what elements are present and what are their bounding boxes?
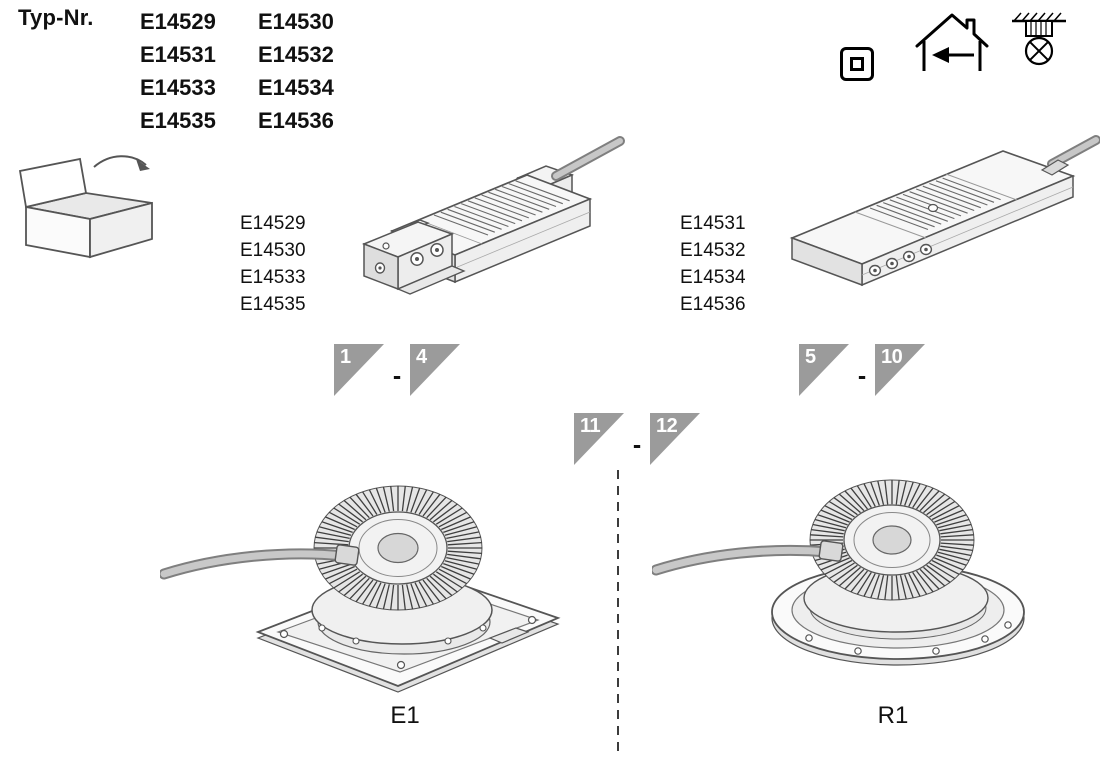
- type-number: E14530: [240, 240, 306, 261]
- driver-large-type-list: E14531 E14532 E14534 E14536: [680, 210, 746, 318]
- step-range-separator: -: [857, 362, 867, 390]
- indoor-use-icon: [912, 10, 992, 74]
- downlight-round-cable: [652, 544, 834, 576]
- driver-small-type-list: E14529 E14530 E14533 E14535: [240, 210, 306, 318]
- type-number: E14532: [258, 42, 334, 67]
- cable-clamp: [334, 544, 360, 566]
- downlight-square-illustration: [160, 462, 580, 704]
- variant-divider-dashed-line: [617, 470, 619, 757]
- heatsink: [313, 485, 483, 611]
- type-number: E14536: [680, 294, 746, 315]
- cable-clamp: [818, 540, 844, 562]
- type-number: E14531: [140, 42, 216, 67]
- step-range-separator: -: [392, 362, 402, 390]
- ceiling-recessed-luminaire-icon: [1012, 12, 1066, 84]
- type-number: E14534: [680, 267, 746, 288]
- open-box-illustration: [12, 145, 172, 270]
- round-variant-label: R1: [877, 702, 909, 729]
- type-number: E14529: [140, 9, 216, 34]
- type-number: E14531: [680, 213, 746, 234]
- step-badge: 1: [334, 344, 384, 396]
- step-number: 10: [881, 346, 903, 368]
- step-badge: 12: [650, 413, 700, 465]
- step-number: 1: [340, 346, 351, 368]
- square-variant-label: E1: [390, 702, 420, 729]
- type-number: E14533: [140, 75, 216, 100]
- type-number: E14535: [140, 108, 216, 133]
- type-number: E14532: [680, 240, 746, 261]
- driver-large-illustration: [770, 118, 1100, 338]
- step-badge: 5: [799, 344, 849, 396]
- type-number: E14534: [258, 75, 334, 100]
- driver-small-illustration: [322, 128, 634, 353]
- driver-small-cable: [551, 136, 625, 181]
- open-arrow-head: [136, 159, 150, 171]
- protection-class-ii-inner-square: [850, 57, 864, 71]
- type-number: E14529: [240, 213, 306, 234]
- step-badge: 4: [410, 344, 460, 396]
- step-badge: 11: [574, 413, 624, 465]
- type-number-grid: E14529 E14530 E14531 E14532 E14533 E1453…: [140, 5, 334, 137]
- steps-range-driver-large: 5 - 10: [799, 344, 925, 396]
- type-number: E14533: [240, 267, 306, 288]
- type-number-heading: Typ-Nr.: [18, 5, 94, 30]
- step-number: 12: [656, 415, 678, 437]
- protection-class-ii-icon: [840, 47, 874, 81]
- step-badge: 10: [875, 344, 925, 396]
- type-number: E14530: [258, 9, 334, 34]
- driver-large-ribs: [869, 177, 1001, 231]
- type-number: E14535: [240, 294, 306, 315]
- step-number: 4: [416, 346, 427, 368]
- driver-small-ribs: [433, 180, 570, 236]
- downlight-round-illustration: [652, 462, 1072, 697]
- step-number: 11: [580, 415, 601, 437]
- heatsink: [809, 479, 975, 601]
- downlight-square-cable: [160, 548, 350, 580]
- steps-range-mounting: 11 - 12: [574, 413, 700, 465]
- type-number: E14536: [258, 108, 334, 133]
- steps-range-driver-small: 1 - 4: [334, 344, 460, 396]
- step-range-separator: -: [632, 431, 642, 459]
- step-number: 5: [805, 346, 816, 368]
